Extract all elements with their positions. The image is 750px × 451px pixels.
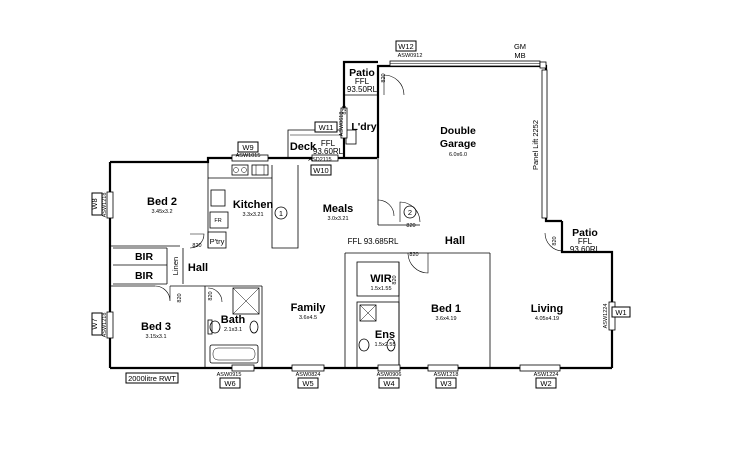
marker-labels: 1 2 (279, 208, 412, 218)
window-labels: W12 ASW0912 W11 ASW0618 W9 ASW1015 ASD21… (90, 42, 627, 388)
wir-dim: 1.5x1.55 (370, 286, 391, 292)
living-dim: 4.05x4.19 (535, 316, 559, 322)
window-tag-w5: W5 (302, 379, 313, 388)
door-width: 820 (552, 236, 558, 245)
mb-label: MB (514, 51, 525, 60)
window-code-w6: ASW0915 (217, 372, 242, 378)
meals-dim: 3.0x3.21 (327, 216, 348, 222)
rwt-label: 2000litre RWT (128, 374, 176, 383)
bath-dim: 2.1x3.1 (224, 327, 242, 333)
bed3-name: Bed 3 (141, 321, 171, 333)
hall-main-name: Hall (445, 235, 465, 247)
garage-name-2: Garage (440, 138, 476, 150)
door-width: 820 (177, 293, 183, 302)
family-dim: 3.6x4.5 (299, 315, 317, 321)
fixtures (207, 129, 396, 352)
gm-label: GM (514, 42, 526, 51)
window-tag-w3: W3 (440, 379, 451, 388)
door-width: 820 (406, 223, 415, 229)
door-swings (154, 74, 564, 303)
window-tag-w1: W1 (615, 308, 626, 317)
window-tag-w6: W6 (224, 379, 235, 388)
deck-ffl: FFL (321, 139, 336, 148)
window-code-w1: ASW1224 (603, 304, 609, 329)
window-tag-w11: W11 (319, 123, 334, 132)
room-labels: Patio FFL 93.50RL L'dry Double Garage 6.… (128, 42, 601, 383)
laundry-name: L'dry (351, 121, 376, 133)
window-tag-w4: W4 (383, 379, 394, 388)
window-symbols (106, 107, 616, 372)
window-code-w11: ASW0618 (339, 112, 345, 137)
family-name: Family (291, 302, 327, 314)
bath-name: Bath (221, 314, 246, 326)
patio-right-name: Patio (572, 227, 598, 239)
door-width: 820 (392, 275, 398, 284)
marker-2: 2 (408, 208, 412, 217)
bed1-dim: 3.6x4.19 (435, 316, 456, 322)
deck-door-code: ASD2115 (308, 157, 331, 163)
marker-1: 1 (279, 209, 283, 218)
bir1-name: BIR (135, 251, 154, 263)
patio-right-ffl: FFL (578, 237, 593, 246)
garage-top-door (389, 60, 547, 69)
kitchen-dim: 3.3x3.21 (242, 212, 263, 218)
window-tag-w12: W12 (398, 42, 413, 51)
living-name: Living (531, 303, 563, 315)
hall-left-name: Hall (188, 262, 208, 274)
door-width: 820 (342, 105, 348, 114)
marker-circles (274, 205, 417, 220)
bed2-dim: 3.45x3.2 (151, 209, 172, 215)
wir-name: WIR (370, 273, 391, 285)
window-tag-w9: W9 (242, 143, 253, 152)
interior-walls (110, 158, 491, 369)
bed3-dim: 3.15x3.1 (145, 334, 166, 340)
patio-top-ffl: FFL (355, 77, 370, 86)
panel-lift-label: Panel Lift 2252 (531, 120, 540, 170)
bir2-name: BIR (135, 270, 154, 282)
pantry-label: P'try (210, 237, 225, 246)
ffl-main: FFL 93.685RL (348, 237, 399, 246)
window-code-w4: ASW0906 (377, 372, 402, 378)
kitchen-name: Kitchen (233, 199, 274, 211)
ens-dim: 1.5x2.55 (374, 342, 395, 348)
panel-lift-door (541, 69, 548, 219)
window-tag-w8: W8 (90, 198, 99, 209)
window-tags (91, 40, 631, 389)
window-tag-w10: W10 (313, 166, 328, 175)
linen-label: Linen (171, 257, 180, 275)
window-code-w5: ASW0824 (296, 372, 321, 378)
bed2-name: Bed 2 (147, 196, 177, 208)
garage-dim: 6.0x6.0 (449, 152, 467, 158)
patio-top-name: Patio (349, 67, 375, 79)
patio-top-rl: 93.50RL (347, 85, 378, 94)
door-width: 820 (208, 291, 214, 300)
door-width: 820 (192, 243, 201, 249)
window-code-w3: ASW1218 (434, 372, 459, 378)
window-code-w9: ASW1015 (236, 153, 261, 159)
ens-name: Ens (375, 329, 395, 341)
door-width: 820 (381, 73, 387, 82)
patio-right-rl: 93.60RL (570, 245, 601, 254)
house-outline (108, 64, 614, 370)
fridge-label: FR (214, 218, 221, 224)
deck-name: Deck (290, 141, 317, 153)
window-tag-w7: W7 (90, 318, 99, 329)
door-width-labels: 820 820 820 820 820 820 820 820 820 (177, 73, 558, 302)
window-code-w7: ASW1218 (102, 313, 108, 338)
window-code-w12: ASW0912 (398, 53, 423, 59)
window-code-w8: ASW1218 (102, 193, 108, 218)
window-code-w2: ASW1224 (534, 372, 559, 378)
meals-name: Meals (323, 203, 354, 215)
bed1-name: Bed 1 (431, 303, 461, 315)
garage-name-1: Double (440, 125, 476, 137)
door-width: 820 (409, 252, 418, 258)
deck-rl: 93.60RL (313, 147, 344, 156)
window-tag-w2: W2 (540, 379, 551, 388)
